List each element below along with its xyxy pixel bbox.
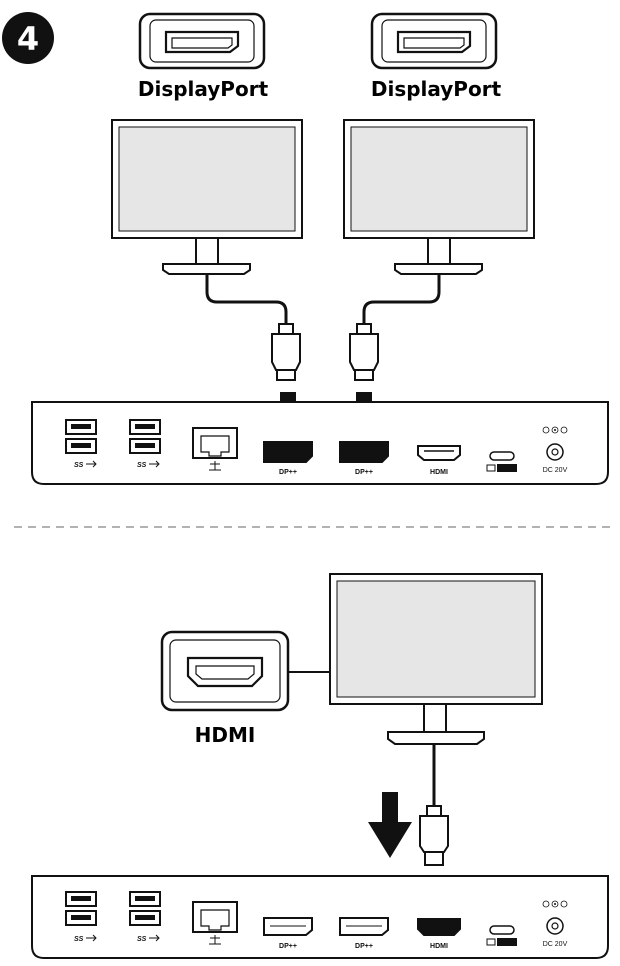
usb-ss-label: SS [137, 936, 147, 943]
usb-port-pair-2: SS [129, 891, 161, 943]
usb-c-port [486, 925, 517, 946]
cable-right [349, 274, 441, 381]
usb-port-pair-2: SS [129, 419, 161, 469]
monitor-right [343, 119, 535, 275]
displayport-icon [396, 30, 472, 54]
monitor-bottom [329, 573, 543, 745]
dock-bottom: SS SS DP++ DP++ HDMI [31, 875, 609, 959]
usb-port-pair-1: SS [65, 419, 97, 469]
hdmi-label: HDMI [195, 723, 256, 747]
dc-power-port: DC 20V [542, 900, 568, 948]
usb-icon [86, 934, 97, 942]
dp-port-label: DP++ [279, 943, 297, 950]
polarity-icon [542, 426, 568, 434]
dp-connector-callout-left [138, 12, 266, 70]
dp-port-label: DP++ [355, 943, 373, 950]
dp-port-2: DP++ [339, 917, 389, 950]
usb-ss-label: SS [74, 936, 84, 943]
step-number: 4 [17, 20, 39, 58]
usb-c-port [486, 451, 517, 472]
usb-icon [149, 460, 160, 468]
cable-left [205, 274, 301, 381]
hdmi-port-label: HDMI [430, 943, 448, 950]
dp-port-2: DP++ [339, 441, 389, 476]
step-number-badge: 4 [2, 12, 54, 64]
hdmi-port: HDMI [417, 445, 461, 476]
dp-port-label: DP++ [279, 469, 297, 476]
hdmi-port-label: HDMI [430, 469, 448, 476]
ethernet-port [192, 901, 238, 945]
laptop-icon [486, 464, 496, 472]
dc-label: DC 20V [543, 941, 568, 948]
dp-port-1: DP++ [263, 441, 313, 476]
usb-ss-label: SS [74, 462, 84, 469]
dc-label: DC 20V [543, 467, 568, 474]
usb-ss-label: SS [137, 462, 147, 469]
hdmi-connector-callout [160, 630, 330, 712]
network-icon [209, 935, 221, 945]
displayport-label-left: DisplayPort [138, 77, 269, 101]
polarity-icon [542, 900, 568, 908]
hdmi-port: HDMI [417, 918, 461, 950]
dp-port-label: DP++ [355, 469, 373, 476]
hdmi-cable [419, 744, 449, 866]
displayport-icon [164, 30, 240, 54]
ethernet-port [192, 427, 238, 471]
usb-icon [86, 460, 97, 468]
arrow-down-icon [368, 792, 412, 858]
dock-top: SS SS DP++ DP++ HDMI [31, 401, 609, 485]
usb-port-pair-1: SS [65, 891, 97, 943]
laptop-icon [486, 938, 496, 946]
monitor-left [111, 119, 303, 275]
usb-icon [149, 934, 160, 942]
network-icon [209, 461, 221, 471]
dp-port-1: DP++ [263, 917, 313, 950]
hdmi-icon [186, 656, 264, 688]
dc-power-port: DC 20V [542, 426, 568, 474]
dp-connector-callout-right [370, 12, 498, 70]
displayport-label-right: DisplayPort [371, 77, 502, 101]
